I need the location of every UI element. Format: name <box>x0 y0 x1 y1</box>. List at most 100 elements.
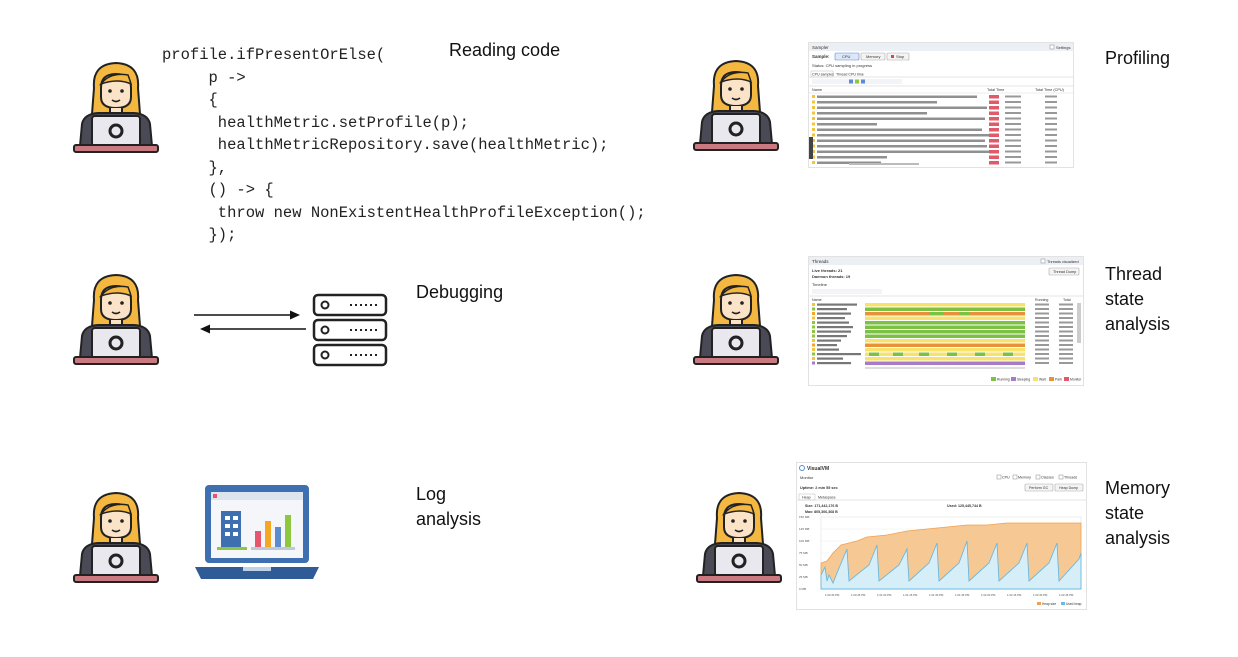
y-tick-label: 100 MB <box>799 539 809 543</box>
perform-gc-button: Perform GC <box>1029 486 1049 490</box>
y-tick-label: 50 MB <box>799 563 808 567</box>
thread-dump-button: Thread Dump <box>1053 270 1076 274</box>
thread-monitor-screenshot: Threads Threads visualized Live threads:… <box>808 256 1084 386</box>
y-tick-label: 75 MB <box>799 551 808 555</box>
memory-uptime: Uptime: 2 min 55 sec <box>800 486 838 490</box>
memory-x-axis: 1:00:30 PM 1:00:45 PM 1:01:00 PM 1:01:15 PM… <box>825 593 1074 597</box>
memory-check-threads: Threads <box>1064 476 1077 480</box>
memory-analysis-line: state <box>1105 503 1145 523</box>
legend-monitor: Monitor <box>1070 378 1082 382</box>
profiler-cpu-button: CPU <box>842 54 851 59</box>
memory-plot-area <box>820 516 1082 590</box>
code-line: }); <box>162 226 237 244</box>
memory-app-title: VisualVM <box>807 466 829 472</box>
threads-daemon: Daemon threads: 19 <box>812 274 851 279</box>
threads-visualized: Threads visualized <box>1047 260 1079 264</box>
request-response-arrows <box>194 310 306 334</box>
profiler-column-total: Total Time <box>987 88 1004 92</box>
server-rack-icon <box>312 293 388 367</box>
legend-heap-size: Heap size <box>1042 602 1056 606</box>
heap-used-value: Used: 125,445,744 B <box>947 504 982 508</box>
code-line: healthMetricRepository.save(healthMetric… <box>162 136 609 154</box>
x-tick-label: 1:01:45 PM <box>955 593 970 597</box>
x-tick-label: 1:02:45 PM <box>1059 593 1074 597</box>
legend-running: Running <box>997 378 1010 382</box>
code-line: () -> { <box>162 181 274 199</box>
code-line: profile.ifPresentOrElse( <box>162 46 386 64</box>
heap-size-value: Size: 171,442,176 B <box>805 504 838 508</box>
log-analysis-label: Log analysis <box>416 482 481 532</box>
threads-live: Live threads: 21 <box>812 268 843 273</box>
y-tick-label: 25 MB <box>799 575 808 579</box>
memory-monitor-screenshot: VisualVM Monitor CPU Memory Classes Thre… <box>796 462 1087 610</box>
log-analysis-line: Log <box>416 484 447 504</box>
x-tick-label: 1:00:45 PM <box>851 593 866 597</box>
memory-section: Monitor <box>800 475 814 480</box>
profiling-label: Profiling <box>1105 48 1171 68</box>
threads-column-name: Name <box>812 298 822 302</box>
memory-tab-metaspace: Metaspace <box>818 496 836 500</box>
threads-timeline-tab: Timeline <box>812 282 828 287</box>
person-at-laptop-icon <box>693 488 785 584</box>
memory-analysis-label: Memory state analysis <box>1105 476 1170 551</box>
legend-wait: Wait <box>1039 378 1046 382</box>
memory-y-axis: 150 MB 125 MB 100 MB 75 MB 50 MB 25 MB 0 MB <box>799 515 809 591</box>
code-line: p -> <box>162 68 246 87</box>
legend-used-heap: Used heap <box>1066 602 1082 606</box>
person-at-laptop-icon <box>70 58 162 154</box>
person-at-laptop-icon <box>690 270 782 366</box>
legend-sleeping: Sleeping <box>1017 378 1030 382</box>
log-analysis-line: analysis <box>416 509 482 529</box>
profiler-tab-thread-cpu: Thread CPU time <box>836 73 864 77</box>
x-tick-label: 1:01:15 PM <box>903 593 918 597</box>
dashboard-laptop-icon <box>195 485 319 579</box>
threads-header: Threads <box>812 259 829 264</box>
y-tick-label: 125 MB <box>799 527 809 531</box>
thread-analysis-line: analysis <box>1105 314 1171 334</box>
profiler-memory-button: Memory <box>866 54 880 59</box>
profiler-screenshot: Sampler Settings Sample: CPU Memory Stop… <box>808 42 1074 168</box>
thread-analysis-line: state <box>1105 289 1145 309</box>
debugging-label: Debugging <box>416 282 504 302</box>
threads-column-running: Running <box>1035 298 1048 302</box>
memory-check-classes: Classes <box>1041 476 1054 480</box>
memory-check-memory: Memory <box>1018 476 1031 480</box>
x-tick-label: 1:02:15 PM <box>1007 593 1022 597</box>
thread-analysis-label: Thread state analysis <box>1105 262 1170 337</box>
thread-legend: Running Sleeping Wait Park Monitor <box>991 377 1082 382</box>
person-at-laptop-icon <box>690 56 782 152</box>
profiler-stop-button: Stop <box>896 54 905 59</box>
code-line: healthMetric.setProfile(p); <box>162 113 469 132</box>
code-line: { <box>162 91 218 109</box>
x-tick-label: 1:00:30 PM <box>825 593 840 597</box>
profiler-settings: Settings <box>1056 45 1070 50</box>
thread-analysis-line: Thread <box>1105 264 1163 284</box>
x-tick-label: 1:02:00 PM <box>981 593 996 597</box>
profiler-header: Sampler <box>812 45 829 50</box>
threads-column-total: Total <box>1063 298 1071 302</box>
code-line: throw new NonExistentHealthProfileExcept… <box>162 203 646 222</box>
memory-analysis-line: analysis <box>1105 528 1171 548</box>
y-tick-label: 150 MB <box>799 515 809 519</box>
thread-timeline-rows <box>812 303 1073 365</box>
person-at-laptop-icon <box>70 270 162 366</box>
profiler-status: Status: CPU sampling in progress <box>812 63 872 68</box>
memory-analysis-line: Memory <box>1105 478 1171 498</box>
code-line: }, <box>162 158 228 177</box>
profiler-rows <box>812 95 1057 165</box>
heap-dump-button: Heap Dump <box>1059 486 1078 490</box>
person-at-laptop-icon <box>70 488 162 584</box>
reading-code-label: Reading code <box>449 40 561 60</box>
legend-park: Park <box>1055 378 1062 382</box>
profiler-sample-label: Sample: <box>812 54 830 59</box>
x-tick-label: 1:01:00 PM <box>877 593 892 597</box>
x-tick-label: 1:01:30 PM <box>929 593 944 597</box>
code-snippet: profile.ifPresentOrElse( p -> { healthMe… <box>162 44 646 247</box>
memory-check-cpu: CPU <box>1002 476 1010 480</box>
profiler-column-cpu: Total Time (CPU) <box>1035 88 1065 92</box>
profiler-tab-cpu-samples: CPU samples <box>812 73 834 77</box>
memory-tab-heap: Heap <box>802 496 811 500</box>
heap-max-value: Max: 805,306,368 B <box>805 510 838 514</box>
profiler-column-name: Name <box>812 88 822 92</box>
y-tick-label: 0 MB <box>799 587 806 591</box>
